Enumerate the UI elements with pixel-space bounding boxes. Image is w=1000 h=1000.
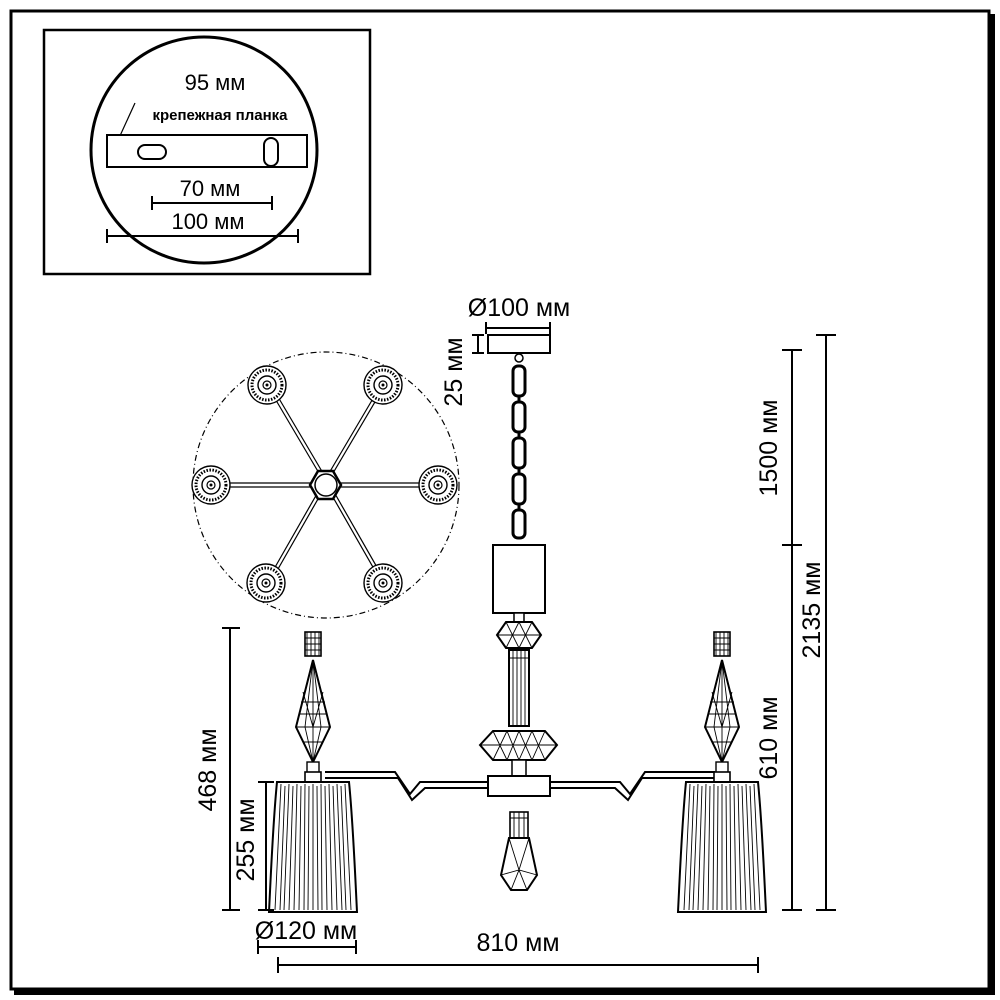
total-width-label: 810 мм	[476, 929, 559, 957]
socket-icon	[362, 364, 404, 406]
central-column	[508, 649, 530, 727]
central-cylinder	[492, 544, 546, 614]
left-crystal-finial	[295, 631, 331, 775]
overall-width-label: 100 мм	[171, 209, 244, 234]
left-shade	[268, 781, 358, 913]
page-frame	[9, 9, 991, 991]
socket-icon	[190, 464, 232, 506]
chain-length-label: 1500 мм	[755, 400, 783, 497]
bracket-label: крепежная планка	[152, 107, 288, 124]
dimension-lines: Ø100 мм 25 мм 1500 мм 610 мм 2135 мм 468…	[194, 294, 836, 973]
middle-crystal	[478, 730, 559, 761]
top-view	[190, 351, 460, 619]
bracket-slot-right	[263, 137, 279, 167]
arm-hub	[487, 775, 551, 797]
left-arm	[325, 771, 490, 796]
right-shade	[677, 781, 767, 913]
chain	[511, 364, 527, 540]
socket-icon	[246, 364, 288, 406]
arm-height-label: 468 мм	[194, 728, 222, 811]
socket-icon	[417, 464, 459, 506]
socket-icon	[362, 562, 404, 604]
right-arm	[548, 771, 715, 796]
shade-diameter-label: Ø120 мм	[255, 917, 357, 945]
bracket-length-label: 95 мм	[185, 70, 246, 95]
socket-icon	[245, 562, 287, 604]
bracket-slot-left	[137, 144, 167, 160]
page-frame-shadow-bottom	[14, 990, 995, 995]
mounting-bracket-inset: 95 мм крепежная планка 70 мм 100 мм	[42, 28, 372, 276]
page-frame-shadow	[990, 14, 995, 992]
shade-height-label: 255 мм	[232, 798, 260, 881]
body-height-label: 610 мм	[755, 696, 783, 779]
lower-crystal	[499, 837, 539, 891]
right-crystal-finial	[704, 631, 740, 775]
canopy-diameter-label: Ø100 мм	[468, 294, 570, 322]
front-view	[268, 334, 767, 913]
canopy	[487, 334, 551, 354]
canopy-height-label: 25 мм	[440, 337, 468, 406]
hole-spacing-label: 70 мм	[180, 176, 241, 201]
total-height-label: 2135 мм	[798, 562, 826, 659]
